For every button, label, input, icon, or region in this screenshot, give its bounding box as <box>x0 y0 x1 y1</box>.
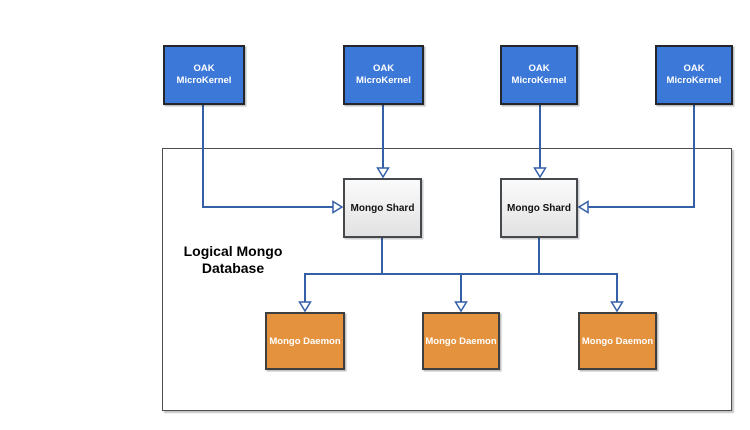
container-label: Logical Mongo Database <box>168 243 298 277</box>
mongo-daemon-node-3: Mongo Daemon <box>578 312 657 370</box>
container-label-line2: Database <box>201 260 265 276</box>
oak-microkernel-1-line1: OAK <box>193 63 215 74</box>
oak-microkernel-node-2: OAK MicroKernel <box>343 45 424 105</box>
oak-microkernel-3-line1: OAK <box>528 63 550 74</box>
oak-microkernel-4-line2: MicroKernel <box>666 75 722 86</box>
logical-mongo-database-container <box>162 148 732 411</box>
mongo-daemon-node-2: Mongo Daemon <box>422 312 500 370</box>
mongo-shard-node-2: Mongo Shard <box>500 178 578 238</box>
mongo-shard-1-label: Mongo Shard <box>350 202 415 214</box>
oak-microkernel-4-line1: OAK <box>683 63 705 74</box>
container-label-line1: Logical Mongo <box>183 243 283 259</box>
mongo-daemon-2-label: Mongo Daemon <box>425 335 497 347</box>
oak-microkernel-node-3: OAK MicroKernel <box>500 45 578 105</box>
mongo-daemon-3-label: Mongo Daemon <box>581 335 654 347</box>
mongo-daemon-node-1: Mongo Daemon <box>265 312 345 370</box>
oak-microkernel-node-4: OAK MicroKernel <box>655 45 733 105</box>
oak-microkernel-node-1: OAK MicroKernel <box>163 45 245 105</box>
mongo-shard-2-label: Mongo Shard <box>507 202 571 214</box>
oak-microkernel-3-line2: MicroKernel <box>511 75 567 86</box>
mongo-shard-node-1: Mongo Shard <box>343 178 422 238</box>
oak-microkernel-2-line2: MicroKernel <box>356 75 411 86</box>
oak-microkernel-2-line1: OAK <box>372 63 395 74</box>
oak-microkernel-1-line2: MicroKernel <box>176 75 232 86</box>
mongo-daemon-1-label: Mongo Daemon <box>269 335 341 347</box>
